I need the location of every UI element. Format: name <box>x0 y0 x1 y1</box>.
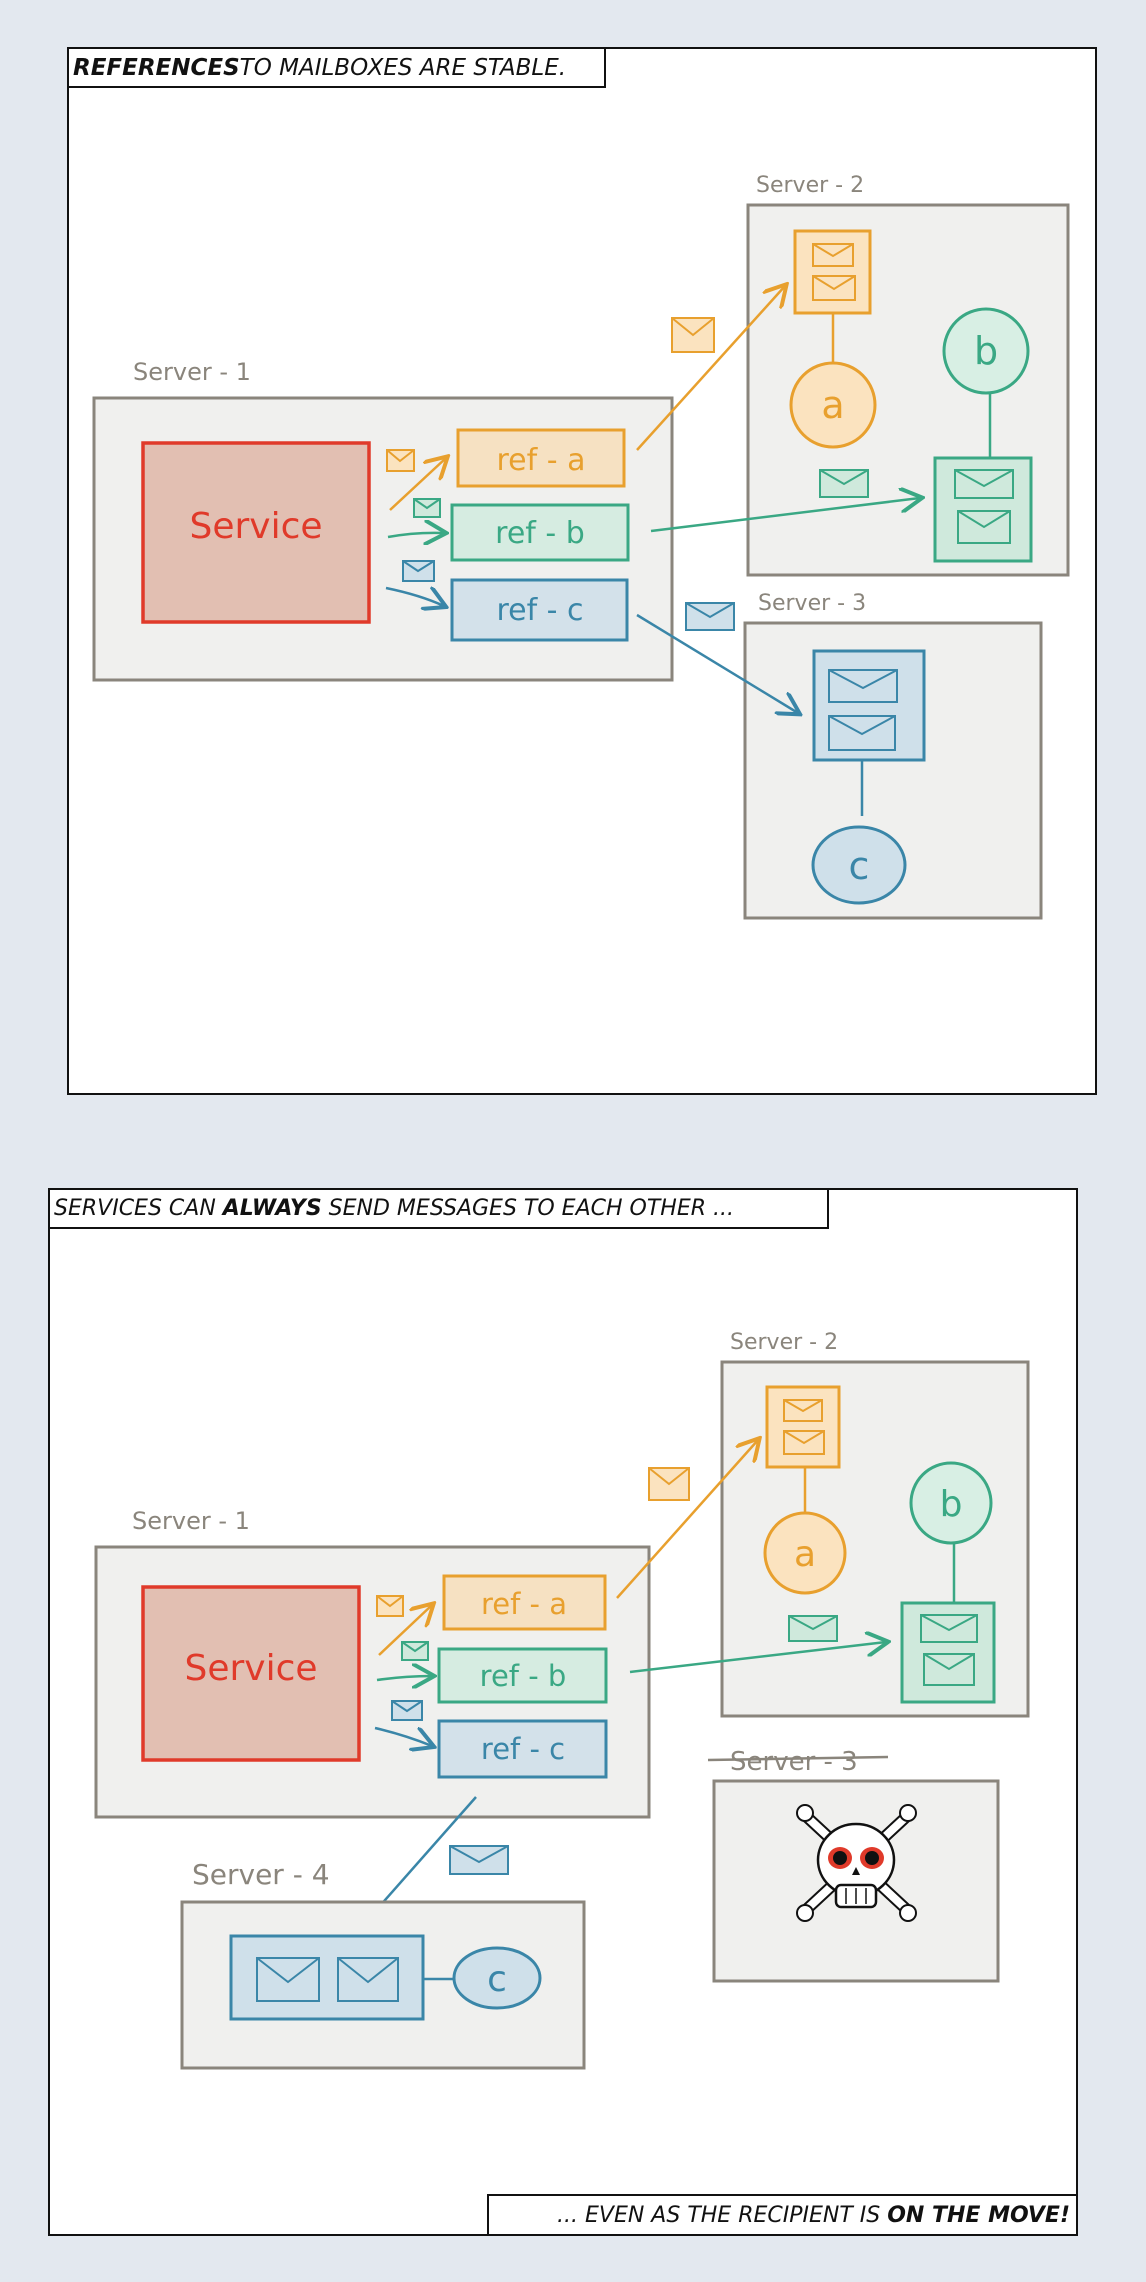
envelope-icon <box>648 1467 690 1501</box>
envelope-icon <box>402 560 435 582</box>
envelope-icon <box>401 1641 429 1661</box>
envelope-icon <box>413 498 441 518</box>
envelope-icon <box>376 1595 404 1617</box>
caption-text: ... EVEN AS THE RECIPIENT IS <box>557 2202 888 2228</box>
node-a-label: a <box>794 1534 816 1575</box>
mailbox-b <box>933 456 1033 563</box>
mailbox-b <box>900 1601 996 1704</box>
node-a <box>763 1511 847 1595</box>
caption-on-the-move: ... EVEN AS THE RECIPIENT IS ON THE MOVE… <box>487 2194 1078 2236</box>
envelope-icon <box>788 1615 838 1642</box>
ref-a-box <box>456 428 626 488</box>
mailbox-a <box>793 229 872 315</box>
panel1-diagram: Server - 2 a b Server - 3 <box>92 173 1070 920</box>
envelope-icon <box>685 602 735 631</box>
service-box <box>141 1585 361 1762</box>
server-1-label: Server - 1 <box>133 358 251 386</box>
node-b <box>942 307 1030 395</box>
envelope-icon <box>819 469 869 498</box>
caption-bold: ALWAYS <box>222 1196 322 1221</box>
node-c-label: c <box>487 1959 507 2000</box>
ref-a-label: ref - a <box>497 443 586 478</box>
node-b <box>909 1461 993 1545</box>
skull-icon <box>796 1804 917 1922</box>
ref-a-label: ref - a <box>481 1587 567 1621</box>
ref-b-label: ref - b <box>495 516 585 551</box>
service-label: Service <box>184 1648 317 1689</box>
mailbox-a <box>765 1385 841 1469</box>
mailbox-c <box>229 1934 425 2021</box>
server-2-label: Server - 2 <box>730 1330 838 1355</box>
ref-c-box <box>437 1719 608 1779</box>
service-label: Service <box>189 506 322 547</box>
server-3-label-crossed: Server - 3 <box>730 1747 858 1777</box>
ref-b-box <box>437 1647 608 1704</box>
ref-a-box <box>442 1574 607 1631</box>
node-b-label: b <box>940 1484 963 1525</box>
ref-c-label: ref - c <box>481 1732 565 1766</box>
ref-b-box <box>450 503 630 562</box>
ref-b-label: ref - b <box>480 1659 567 1693</box>
node-b-label: b <box>974 329 998 373</box>
service-box <box>141 441 371 624</box>
node-a-label: a <box>821 383 844 427</box>
caption-references: REFERENCES TO MAILBOXES ARE STABLE. <box>67 47 606 88</box>
mailbox-c <box>812 649 926 762</box>
envelope-icon <box>386 449 415 472</box>
node-a <box>789 361 877 449</box>
caption-text: SERVICES CAN <box>54 1196 223 1221</box>
envelope-icon <box>391 1700 423 1721</box>
node-c <box>811 825 907 905</box>
envelope-icon <box>449 1845 509 1875</box>
ref-c-label: ref - c <box>496 593 583 628</box>
caption-bold: ON THE MOVE! <box>887 2202 1070 2228</box>
panel2-diagram: Server - 2 a b Server - 3 <box>94 1330 1030 2070</box>
caption-text: SEND MESSAGES TO EACH OTHER ... <box>321 1196 734 1221</box>
caption-services: SERVICES CAN ALWAYS SEND MESSAGES TO EAC… <box>48 1188 829 1229</box>
server-4-label: Server - 4 <box>192 1858 330 1891</box>
caption-bold: REFERENCES <box>73 54 240 81</box>
envelope-icon <box>671 317 715 353</box>
ref-c-box <box>450 578 629 642</box>
server-2-label: Server - 2 <box>756 173 864 198</box>
node-c <box>452 1946 542 2010</box>
server-3-label: Server - 3 <box>758 591 866 616</box>
server-1-label: Server - 1 <box>132 1507 250 1535</box>
caption-text: TO MAILBOXES ARE STABLE. <box>239 54 567 81</box>
node-c-label: c <box>849 844 870 888</box>
